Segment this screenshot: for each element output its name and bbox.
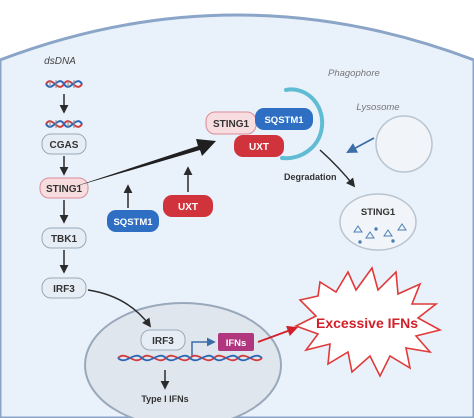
autolysosome (339, 193, 417, 251)
lysosome (375, 115, 433, 173)
irf3-nucleus-node (140, 329, 186, 351)
degraded-fragments-icon (353, 223, 407, 244)
tbk1-label: TBK1 (51, 234, 78, 245)
sqstm1-free-node (107, 210, 159, 232)
phagophore-label: Phagophore (328, 68, 380, 79)
degradation-label: Degradation (284, 172, 337, 182)
dsdna-label: dsDNA (44, 56, 76, 67)
excessive-ifns-burst (293, 266, 443, 378)
ifns-gene-node (218, 333, 254, 351)
nuclear-dna-icon (117, 354, 263, 362)
sting1-left-label: STING1 (46, 184, 83, 195)
sqstm1-free-label: SQSTM1 (113, 217, 153, 228)
sting1-node (39, 177, 89, 199)
irf3-node (41, 277, 87, 299)
cgas-label: CGAS (50, 140, 79, 151)
ifns-gene-label: IFNs (226, 338, 247, 349)
arrow-to-excessive-ifns (257, 325, 299, 343)
uxt-complex-node (234, 135, 284, 157)
dsdna-helix-icon (45, 80, 83, 88)
arrow-to-complex (70, 139, 216, 188)
uxt-complex-label: UXT (249, 142, 269, 153)
uxt-free-label: UXT (178, 202, 198, 213)
type1-ifns-label: Type I IFNs (141, 394, 188, 404)
sting1-lyso-label: STING1 (361, 207, 396, 218)
cgas-node (41, 133, 87, 155)
phagophore-membrane (280, 87, 325, 161)
irf3-nucleus-label: IRF3 (152, 336, 174, 347)
sqstm1-complex-label: SQSTM1 (264, 115, 304, 126)
promoter-arrow-icon (191, 337, 216, 356)
tbk1-node (41, 227, 87, 249)
arrow-lysosome-to-complex (346, 137, 375, 154)
sqstm1-complex-node (255, 108, 313, 130)
uxt-free-node (163, 195, 213, 217)
sting1-complex-label: STING1 (213, 119, 250, 130)
arrow-degradation (319, 149, 356, 188)
arrow-irf3-translocation (87, 289, 152, 328)
lysosome-label: Lysosome (356, 102, 399, 113)
irf3-cyto-label: IRF3 (53, 284, 75, 295)
dsdna-helix-bound-icon (45, 120, 83, 128)
excessive-ifns-label: Excessive IFNs (316, 315, 418, 331)
